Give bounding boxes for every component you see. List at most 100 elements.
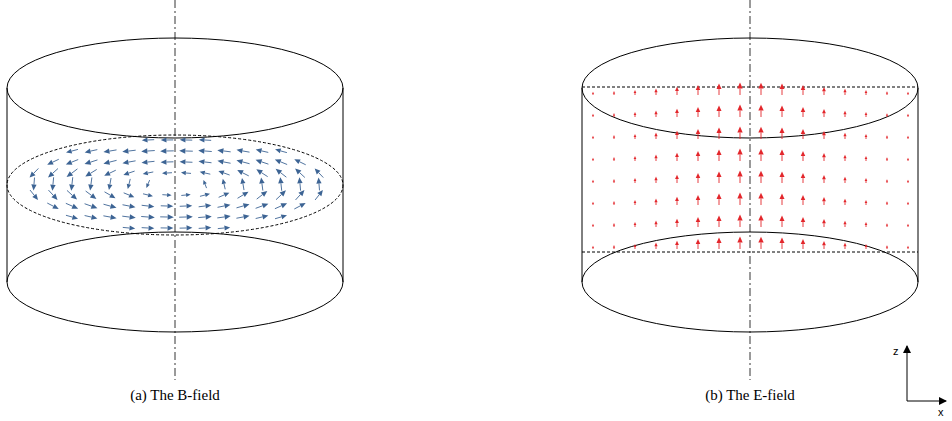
field-arrow-head [52, 204, 58, 209]
field-arrow-head [295, 169, 301, 175]
field-arrow-head [886, 223, 888, 226]
field-arrow-shaft [147, 150, 154, 152]
field-arrow-shaft [656, 136, 657, 139]
field-arrow-shaft [740, 133, 741, 139]
field-arrow-head [205, 193, 210, 197]
field-arrow-shaft [185, 161, 192, 162]
field-arrow-shaft [887, 248, 888, 249]
field-arrow-head [696, 195, 701, 200]
field-arrow-shaft [635, 137, 636, 139]
field-arrow-head [205, 203, 211, 208]
field-arrow-head [865, 222, 868, 225]
field-arrow-shaft [204, 150, 211, 152]
field-arrow-head [907, 158, 909, 160]
field-arrow-head [107, 184, 112, 190]
field-arrow-shaft [224, 184, 225, 190]
field-arrow-head [696, 107, 701, 112]
field-arrow-head [186, 203, 192, 208]
field-arrow-head [634, 112, 637, 115]
field-arrow-shaft [656, 224, 657, 227]
field-arrow-shaft [148, 172, 154, 173]
field-arrow-head [167, 203, 173, 208]
field-arrow-shaft [635, 181, 636, 183]
field-arrow-shaft [218, 206, 225, 207]
field-arrow-shaft [677, 91, 678, 95]
field-arrow-shaft [103, 216, 110, 217]
field-arrow-shaft [143, 194, 148, 195]
field-arrow-shaft [122, 216, 129, 218]
field-arrow-head [66, 160, 73, 165]
field-arrow-shaft [162, 194, 167, 195]
field-arrow-head [654, 199, 657, 203]
field-arrow-shaft [205, 184, 207, 188]
field-arrow-head [67, 171, 74, 177]
field-arrow-shaft [47, 203, 53, 206]
field-arrow-head [843, 243, 846, 247]
field-arrow-shaft [276, 195, 281, 200]
field-arrow-shaft [166, 161, 173, 162]
field-arrow-shaft [198, 216, 205, 218]
field-arrow-head [675, 153, 679, 157]
field-arrow-shaft [866, 159, 867, 161]
field-arrow-head [592, 114, 594, 116]
field-arrow-head [801, 195, 805, 200]
field-arrow-head [779, 150, 784, 156]
field-arrow-shaft [782, 243, 783, 249]
field-arrow-shaft [217, 216, 224, 218]
field-arrow-shaft [698, 178, 699, 183]
field-arrow-head [50, 184, 55, 190]
field-arrow-shaft [300, 173, 305, 178]
field-arrow-head [675, 131, 679, 135]
field-arrow-shaft [123, 205, 130, 206]
field-arrow-head [675, 241, 679, 245]
field-arrow-shaft [614, 182, 615, 183]
field-arrow-shaft [698, 134, 699, 139]
field-arrow-head [187, 214, 193, 220]
field-arrow-head [148, 193, 153, 197]
field-arrow-head [737, 105, 742, 111]
field-arrow-head [737, 171, 742, 177]
field-arrow-head [822, 87, 826, 91]
field-arrow-shaft [90, 169, 96, 173]
field-arrow-head [843, 155, 846, 159]
field-arrow-shaft [887, 94, 888, 95]
field-arrow-head [779, 106, 784, 112]
field-arrow-shaft [90, 160, 97, 162]
field-arrow-shaft [186, 172, 191, 173]
field-arrow-head [141, 148, 147, 153]
field-arrow-shaft [803, 200, 804, 205]
field-arrow-head [613, 135, 615, 138]
field-arrow-head [72, 204, 79, 209]
field-arrow-head [281, 214, 287, 219]
field-arrow-head [592, 158, 594, 160]
field-arrow-shaft [782, 89, 783, 95]
field-arrow-head [822, 219, 826, 223]
field-arrow-head [801, 85, 805, 90]
field-arrow-shaft [48, 190, 53, 195]
field-arrow-head [822, 153, 826, 157]
field-arrow-shaft [803, 90, 804, 95]
field-arrow-head [217, 148, 223, 153]
field-arrow-shaft [319, 173, 324, 178]
field-arrow-shaft [887, 182, 888, 183]
field-arrow-head [758, 171, 763, 177]
field-arrow-shaft [740, 155, 741, 161]
field-arrow-shaft [656, 114, 657, 117]
field-arrow-shaft [845, 114, 846, 117]
field-arrow-shaft [782, 133, 783, 139]
field-arrow-shaft [824, 157, 825, 161]
field-arrow-head [294, 159, 300, 164]
field-arrow-shaft [614, 226, 615, 227]
field-arrow-shaft [256, 217, 263, 219]
field-arrow-head [200, 171, 206, 176]
field-arrow-head [180, 159, 186, 164]
field-arrow-head [592, 180, 594, 182]
field-arrow-shaft [761, 133, 762, 139]
field-arrow-head [758, 127, 763, 133]
field-arrow-shaft [635, 115, 636, 117]
field-arrow-shaft [866, 115, 867, 117]
field-arrow-shaft [803, 112, 804, 117]
field-arrow-shaft [85, 216, 92, 218]
field-arrow-head [716, 171, 721, 177]
field-arrow-head [129, 214, 135, 219]
